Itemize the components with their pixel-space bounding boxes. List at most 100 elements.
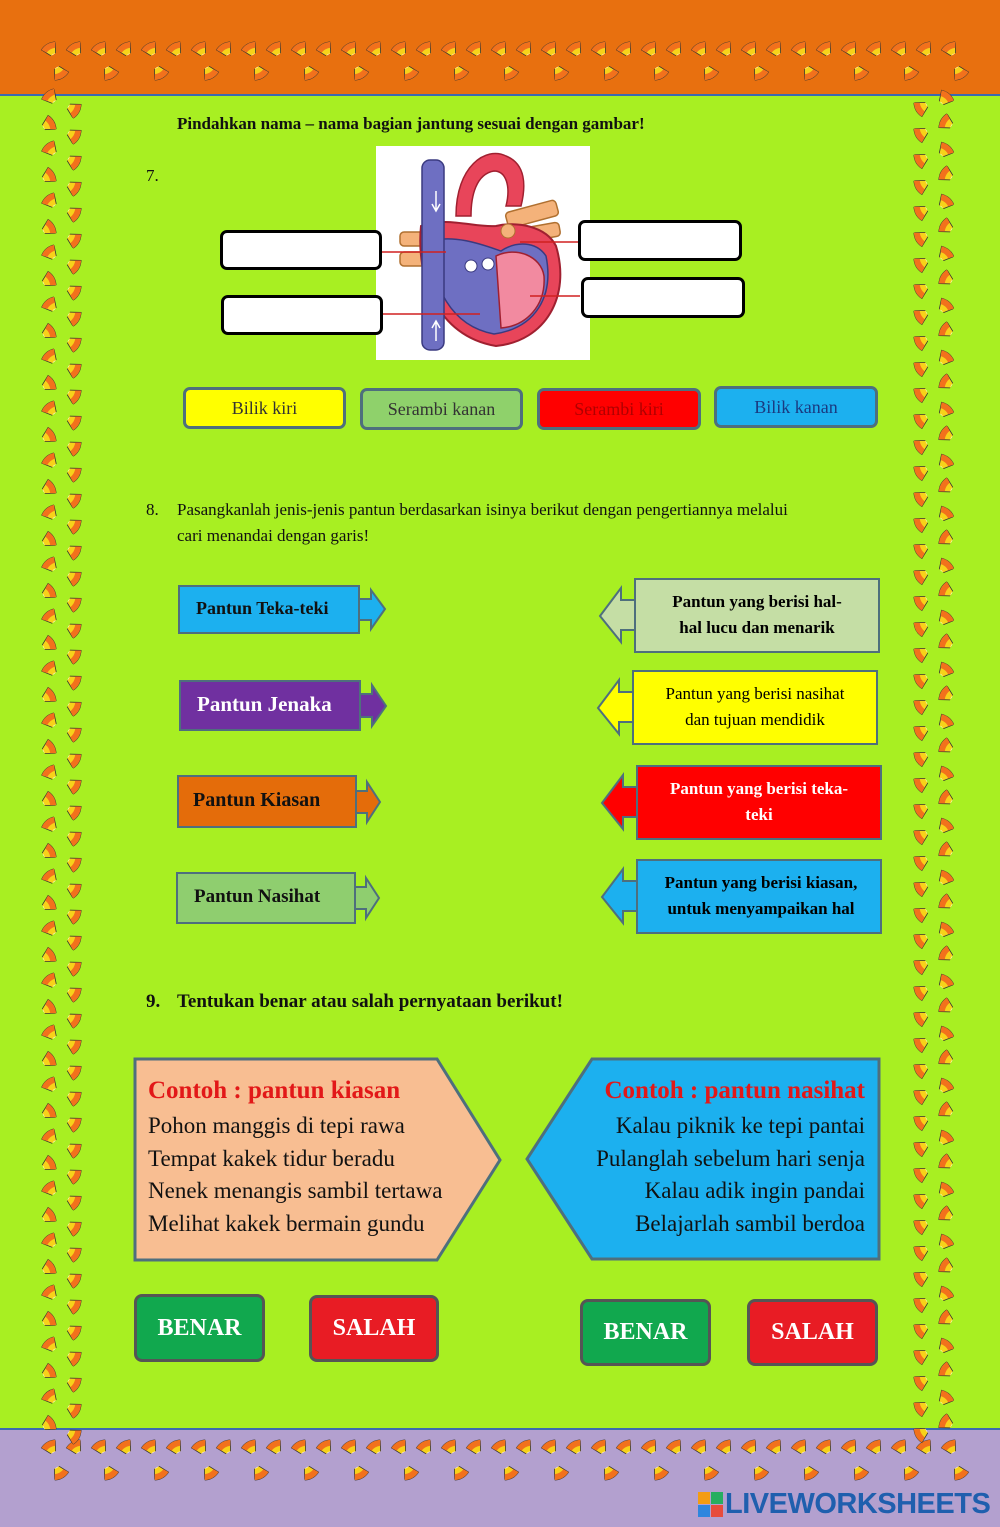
candy-corn-icon	[938, 505, 955, 523]
candy-corn-icon	[913, 101, 931, 118]
candy-corn-icon	[913, 1297, 931, 1314]
candy-corn-icon	[938, 113, 956, 129]
candy-corn-icon	[39, 322, 57, 339]
candy-corn-icon	[64, 389, 82, 405]
candy-corn-icon	[913, 413, 931, 430]
candy-corn-icon	[64, 1091, 82, 1107]
drop-target-2[interactable]	[221, 295, 383, 335]
candy-corn-icon	[913, 569, 931, 586]
heart-pointer-lines	[380, 241, 580, 315]
candy-corn-icon	[39, 842, 57, 859]
question-9-number: 9.	[146, 991, 161, 1012]
candy-corn-icon	[938, 869, 955, 887]
match-right-lucu[interactable]: Pantun yang berisi hal- hal lucu dan men…	[597, 578, 881, 654]
card-line: Nenek menangis sambil tertawa	[148, 1178, 443, 1203]
match-left-kiasan[interactable]: Pantun Kiasan	[177, 775, 387, 829]
candy-corn-icon	[64, 909, 82, 925]
candy-corn-icon	[913, 673, 931, 690]
heart-illustration	[399, 152, 562, 351]
candy-corn-icon	[41, 140, 58, 158]
match-right-kiasan[interactable]: Pantun yang berisi kiasan, untuk menyamp…	[599, 859, 883, 935]
candy-corn-icon	[64, 1403, 82, 1419]
candy-corn-icon	[938, 193, 955, 211]
candy-corn-icon	[39, 998, 57, 1015]
match-right-label: Pantun yang berisi kiasan, untuk menyamp…	[664, 873, 858, 918]
benar-button-2[interactable]: BENAR	[580, 1299, 711, 1366]
candy-corn-icon	[938, 477, 956, 493]
candy-corn-icon	[913, 1323, 931, 1340]
candy-corn-icon	[938, 373, 956, 389]
candy-corn-icon	[913, 1401, 931, 1418]
match-left-nasihat[interactable]: Pantun Nasihat	[176, 872, 386, 925]
draggable-chip-serambi-kanan[interactable]: Serambi kanan	[360, 388, 523, 430]
candy-corn-icon	[913, 699, 931, 716]
candy-corn-icon	[938, 921, 955, 939]
card-line: Tempat kakek tidur beradu	[148, 1146, 395, 1171]
question-8-text-line1: Pasangkanlah jenis-jenis pantun berdasar…	[177, 500, 788, 519]
candy-corn-icon	[913, 335, 931, 352]
match-left-jenaka[interactable]: Pantun Jenaka	[179, 680, 389, 732]
salah-button-2[interactable]: SALAH	[747, 1299, 878, 1366]
candy-corn-icon	[913, 439, 931, 456]
candy-corn-icon	[913, 205, 931, 222]
candy-corn-icon	[938, 401, 955, 419]
candy-corn-icon	[938, 633, 956, 649]
match-left-teka-teki[interactable]: Pantun Teka-teki	[178, 585, 388, 635]
candy-corn-icon	[64, 935, 82, 951]
candy-corn-icon	[64, 493, 82, 509]
candy-corn-icon	[64, 1377, 82, 1393]
candy-corn-icon	[64, 181, 82, 197]
match-right-label: Pantun yang berisi hal- hal lucu dan men…	[672, 592, 842, 637]
candy-corn-icon	[938, 1205, 956, 1221]
candy-corn-icon	[64, 1247, 82, 1263]
match-right-teka-teki[interactable]: Pantun yang berisi teka- teki	[599, 765, 883, 841]
candy-corn-icon	[41, 1180, 58, 1198]
candy-corn-icon	[41, 868, 58, 886]
candy-corn-icon	[64, 1273, 82, 1289]
candy-corn-icon	[938, 453, 955, 471]
candy-corn-icon	[913, 127, 931, 144]
candy-corn-icon	[41, 920, 58, 938]
candy-corn-icon	[64, 155, 82, 171]
candy-corn-icon	[64, 779, 82, 795]
candy-corn-icon	[938, 425, 956, 441]
drop-target-4[interactable]	[581, 277, 745, 318]
candy-corn-icon	[913, 543, 931, 560]
card-title: Contoh : pantun nasihat	[604, 1077, 865, 1104]
match-left-label: Pantun Teka-teki	[196, 598, 329, 618]
candy-corn-icon	[913, 1063, 931, 1080]
candy-corn-icon	[64, 1013, 82, 1029]
candy-corn-icon	[64, 1039, 82, 1055]
candy-corn-icon	[913, 1141, 931, 1158]
candy-corn-icon	[64, 961, 82, 977]
draggable-chip-bilik-kanan[interactable]: Bilik kanan	[714, 386, 878, 428]
match-right-nasihat[interactable]: Pantun yang berisi nasihat dan tujuan me…	[595, 670, 879, 746]
candy-corn-icon	[938, 685, 956, 701]
candy-corn-icon	[64, 1195, 82, 1211]
candy-corn-icon	[41, 452, 58, 470]
benar-button-1[interactable]: BENAR	[134, 1294, 265, 1362]
candy-corn-icon	[41, 1076, 58, 1094]
drop-target-1[interactable]	[220, 230, 382, 270]
candy-corn-icon	[913, 595, 931, 612]
draggable-chip-bilik-kiri[interactable]: Bilik kiri	[183, 387, 346, 429]
candy-corn-icon	[64, 233, 82, 249]
candy-corn-icon	[913, 777, 931, 794]
candy-corn-icon	[913, 855, 931, 872]
candy-corn-icon	[938, 973, 955, 991]
draggable-chip-serambi-kiri[interactable]: Serambi kiri	[537, 388, 701, 430]
candy-corn-icon	[938, 269, 956, 285]
liveworksheets-logo: LIVEWORKSHEETS	[698, 1488, 996, 1524]
candy-corn-icon	[64, 129, 82, 145]
drop-target-3[interactable]	[578, 220, 742, 261]
candy-corn-icon	[913, 647, 931, 664]
salah-button-1[interactable]: SALAH	[309, 1295, 439, 1362]
candy-corn-icon	[913, 283, 931, 300]
candy-corn-icon	[64, 623, 82, 639]
candy-corn-icon	[938, 581, 956, 597]
candy-corn-icon	[64, 701, 82, 717]
candy-corn-icon	[938, 141, 955, 159]
question-9-text: Tentukan benar atau salah pernyataan ber…	[177, 991, 563, 1012]
candy-corn-icon	[39, 1206, 57, 1223]
candy-corn-icon	[938, 945, 956, 961]
